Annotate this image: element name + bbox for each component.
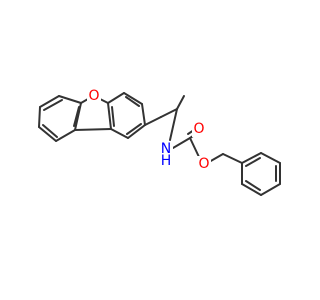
bond-ch2-ph (222, 153, 243, 164)
bond-a1-O (80, 98, 89, 104)
bond-ph-3 (260, 183, 281, 196)
bond-ch-me (176, 95, 185, 110)
molecule-canvas: O N H O O (38, 88, 281, 196)
bond-a4-a5 (38, 126, 57, 142)
bond-b6-b1-double (111, 106, 115, 127)
ester-oxygen-mask (197, 156, 211, 172)
hydrogen-label: H (161, 153, 172, 169)
bond-a3-a4 (38, 106, 41, 128)
furan-oxygen-mask (87, 88, 101, 104)
bond-a5-a6 (55, 129, 76, 142)
bond-b2-b3 (123, 92, 143, 105)
nitrogen-label: N (161, 141, 171, 157)
bond-a6-b6 (74, 128, 112, 131)
bond-a2-a3 (39, 95, 60, 108)
bond-ph-1 (260, 152, 281, 164)
bond-b2-b3-double (125, 96, 140, 107)
bond-a6-a1-double (73, 106, 80, 127)
bond-b4-b5 (127, 124, 146, 139)
bond-b3-b4 (141, 103, 146, 126)
bond-ph-4 (241, 183, 262, 196)
bond-ph-double-1 (245, 157, 261, 167)
bond-a4-a5-double (42, 124, 58, 138)
ester-oxygen-label: O (198, 156, 209, 172)
bond-group (38, 92, 281, 196)
bond-ch-n (169, 108, 178, 141)
structure-diagram: O N H O O (38, 88, 281, 196)
carbonyl-oxygen-label: O (193, 121, 204, 137)
bond-c-oester (189, 137, 200, 158)
carbonyl-oxygen-mask (192, 121, 206, 137)
bond-n-c (172, 137, 191, 149)
bond-a2-a3-double (43, 99, 63, 111)
furan-oxygen-label: O (88, 88, 99, 104)
atom-label-group: O N H O O (87, 88, 211, 172)
bond-oester-ch2 (208, 153, 224, 163)
bond-O-b1 (99, 98, 109, 104)
bond-b4-b5-double (126, 123, 142, 135)
bond-b5-b6 (110, 128, 129, 139)
bond-b6-b1 (107, 102, 112, 130)
bond-b4-ch2 (144, 116, 162, 126)
bond-b1-b2 (107, 92, 125, 104)
bond-ph-double-3 (245, 180, 261, 191)
bond-a1-a2 (58, 95, 82, 104)
bond-ph-0 (241, 152, 262, 164)
bond-a6-a1 (74, 102, 82, 131)
hydrogen-mask (159, 153, 173, 169)
bond-ch2-ch (160, 108, 178, 118)
